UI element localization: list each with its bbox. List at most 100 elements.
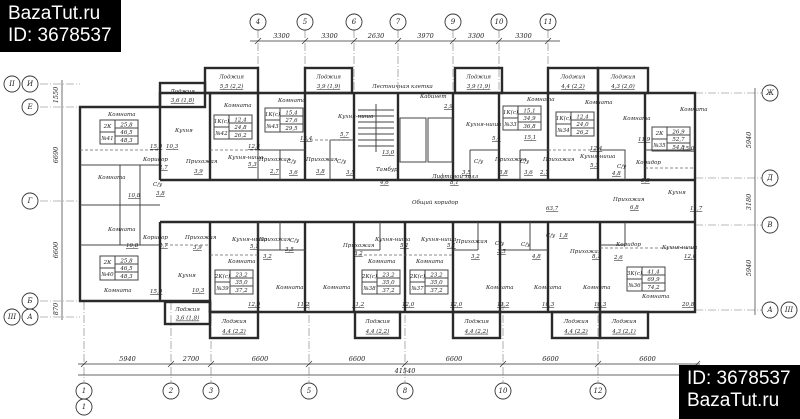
- apartment-type: 3К(с): [627, 270, 642, 277]
- apartment-type: 2К(с): [409, 273, 425, 280]
- apartment-type: 2К(с): [214, 273, 230, 280]
- room-name: Прихожая: [342, 243, 375, 249]
- room-name: Комната: [275, 285, 304, 291]
- loggia-label: Лоджия: [364, 319, 390, 325]
- room-area: 3,8: [316, 169, 325, 175]
- apartment-total-area: 27,6: [284, 118, 298, 124]
- apartment-total-area: 46,5: [119, 266, 133, 272]
- apartment-total-with-loggia: 48,3: [119, 274, 133, 280]
- watermark-bottom: ID: 3678537 BazaTut.ru: [679, 365, 800, 419]
- room-name: Прихожая: [542, 157, 575, 163]
- apartment-living-area: 12,4: [576, 115, 589, 121]
- watermark-id: ID: 3678537: [687, 368, 791, 389]
- axis-bubble-top: 9: [451, 18, 456, 26]
- axis-bubble-bottom: 8: [403, 387, 408, 395]
- apartment-type: 2К: [103, 260, 112, 266]
- dimension-label: 3300: [321, 32, 338, 40]
- room-area: 6,8: [630, 205, 639, 211]
- axis-bubble-top: 5: [303, 18, 308, 26]
- apartment-number: №37: [410, 286, 424, 292]
- building-walls: [78, 91, 697, 314]
- loggia-label: Лоджия: [221, 319, 247, 325]
- room-area: 3,9: [194, 169, 203, 175]
- apartment-total-with-loggia: 74,2: [647, 285, 660, 291]
- dimension-label: 870: [52, 303, 60, 315]
- room-area: 2,7: [539, 170, 549, 176]
- section-mark-right: III: [784, 306, 794, 314]
- dimension-label: 2700: [182, 355, 200, 363]
- room-area: 10,3: [542, 302, 555, 308]
- apartment-type: 1К(с): [556, 115, 571, 122]
- room-name: Комната: [415, 259, 444, 265]
- room-area: 11,2: [297, 302, 310, 308]
- apartment-total-with-loggia: 48,3: [119, 138, 133, 144]
- watermark-top: BazaTut.ru ID: 3678537: [0, 0, 121, 52]
- loggia-label: Лоджия: [610, 75, 636, 81]
- room-area: 3,2: [263, 254, 272, 260]
- room-area: 15,0: [150, 144, 163, 150]
- apartment-type: 1К(с): [214, 118, 229, 125]
- room-area: 3,9: [193, 245, 202, 251]
- apartment-living-area: 25,8: [119, 259, 133, 265]
- loggia-area: 4,4 (2,2): [563, 328, 588, 335]
- apartment-living-area: 23,2: [429, 273, 443, 279]
- room-area: 3,8: [156, 191, 165, 197]
- axis-bubble-left: Е: [26, 103, 32, 111]
- axis-bubble-bottom-circle: [589, 382, 607, 400]
- loggia: [203, 66, 260, 95]
- axis-bubble-top-circle: [539, 13, 557, 31]
- room-area: 12,0: [450, 302, 463, 308]
- room-area: 3,2: [354, 251, 363, 257]
- room-area: 8,1: [450, 180, 459, 186]
- room-name: Кухня-ниша: [465, 122, 501, 128]
- apartment-total-area: 35,0: [235, 280, 248, 286]
- room-name: Лифтовой холл: [431, 173, 479, 180]
- room-area: 2,7: [158, 165, 168, 171]
- room-name: Комната: [641, 294, 670, 300]
- axis-bubble-top-circle: [490, 13, 508, 31]
- room-area: 10,8: [126, 243, 139, 249]
- section-mark-left: II: [8, 80, 15, 88]
- room-name: Комната: [227, 259, 256, 265]
- room-name: Прихожая: [305, 157, 338, 163]
- axis-bubble-bottom-circle: [202, 382, 220, 400]
- loggia: [596, 66, 650, 95]
- room-labels: Комната15,0Кухня10,3Комната12,4Кухня-ниш…: [97, 84, 708, 308]
- room-area: 1,8: [559, 233, 568, 239]
- room-name: Коридор: [142, 235, 168, 241]
- axis-bubble-top: 11: [544, 18, 553, 26]
- apartment-total-area: 24,0: [575, 122, 589, 128]
- dimension-label: 3970: [417, 32, 434, 40]
- watermark-site: BazaTut.ru: [8, 3, 101, 24]
- room-name: Комната: [367, 259, 396, 265]
- room-area: 3,5: [462, 170, 471, 176]
- overall-dimension-label: 41540: [394, 367, 416, 375]
- apartment-number: №41: [100, 136, 113, 142]
- room-name: Тамбур: [376, 166, 398, 173]
- loggia-label: Лоджия: [465, 75, 491, 81]
- apartment-number: №33: [503, 122, 517, 128]
- axis-bubble-bottom-circle: [396, 382, 414, 400]
- apartment-total-area: 34,9: [523, 116, 536, 122]
- room-name: С/у: [521, 242, 531, 248]
- room-area: 10,8: [128, 193, 141, 199]
- room-name: Кухня-ниша: [374, 237, 410, 243]
- axis-bubble-top: 6: [352, 18, 357, 26]
- loggia: [353, 310, 402, 340]
- dimension-label: 6600: [639, 355, 656, 363]
- axis-bubble-right: Ж: [765, 89, 775, 97]
- room-area: 12,0: [684, 254, 697, 260]
- loggia-area: 4,4 (2,2): [464, 328, 489, 335]
- room-name: Комната: [485, 285, 514, 291]
- room-name: Комната: [107, 112, 136, 118]
- room-area: 3,6: [289, 170, 298, 176]
- room-name: С/у: [287, 159, 297, 165]
- dimension-label: 1550: [52, 87, 60, 104]
- axis-bubble-left: Г: [27, 197, 33, 205]
- apartment-total-area: 35,0: [382, 280, 395, 286]
